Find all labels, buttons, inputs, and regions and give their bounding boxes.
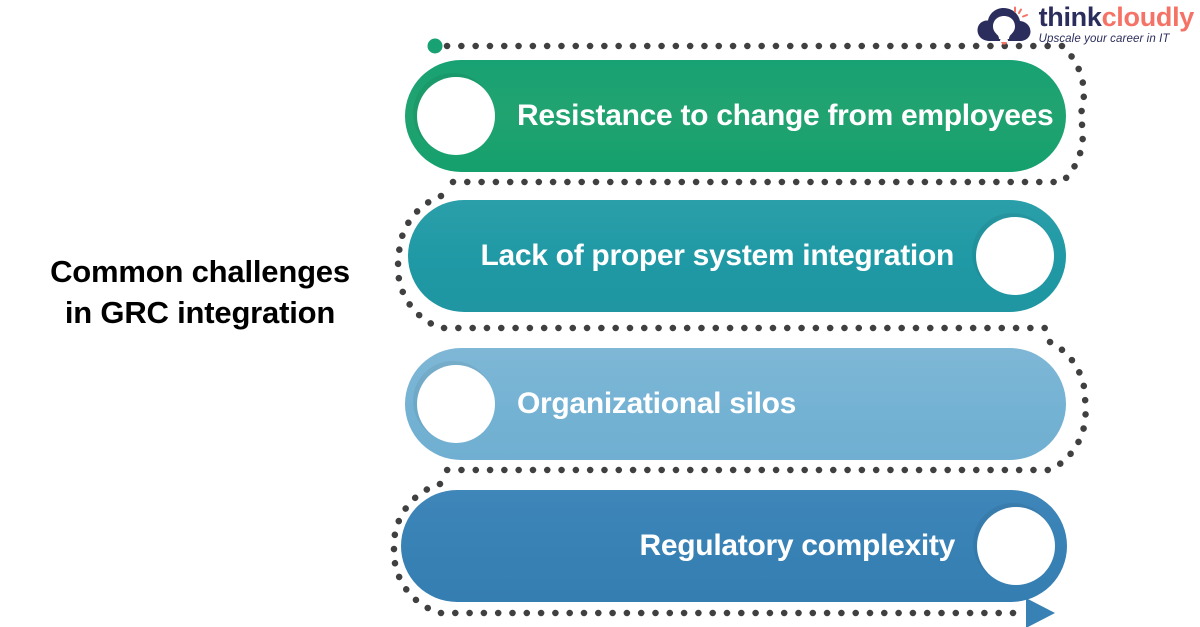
page-title: Common challenges in GRC integration xyxy=(14,252,386,334)
cloud-lightbulb-icon xyxy=(977,6,1031,45)
logo-word-cloudly: cloudly xyxy=(1101,2,1195,32)
step-knob-1 xyxy=(417,77,495,155)
brand-logo[interactable]: thinkcloudly Upscale your career in IT xyxy=(977,4,1194,46)
step-label-4: Regulatory complexity xyxy=(639,529,956,562)
page-title-line-1: Common challenges xyxy=(50,254,350,289)
step-knob-2 xyxy=(976,217,1054,295)
step-bar-3[interactable]: Organizational silos xyxy=(405,348,1066,467)
step-knob-4 xyxy=(977,507,1055,585)
step-bar-1[interactable]: Resistance to change from employees xyxy=(405,60,1066,179)
step-label-1: Resistance to change from employees xyxy=(517,99,1054,132)
logo-word-think: think xyxy=(1038,2,1102,32)
path-start-dot xyxy=(427,38,443,54)
logo-text: thinkcloudly Upscale your career in IT xyxy=(1038,2,1195,46)
step-bar-2[interactable]: Lack of proper system integration xyxy=(408,200,1066,319)
step-bar-4[interactable]: Regulatory complexity xyxy=(401,490,1067,609)
logo-wordmark: thinkcloudly xyxy=(1038,2,1195,32)
logo-tagline: Upscale your career in IT xyxy=(1038,33,1170,45)
step-label-3: Organizational silos xyxy=(517,387,797,420)
page-title-line-2: in GRC integration xyxy=(64,294,336,330)
step-knob-3 xyxy=(417,365,495,443)
path-arrow-icon xyxy=(1026,598,1055,627)
step-label-2: Lack of proper system integration xyxy=(480,239,954,272)
